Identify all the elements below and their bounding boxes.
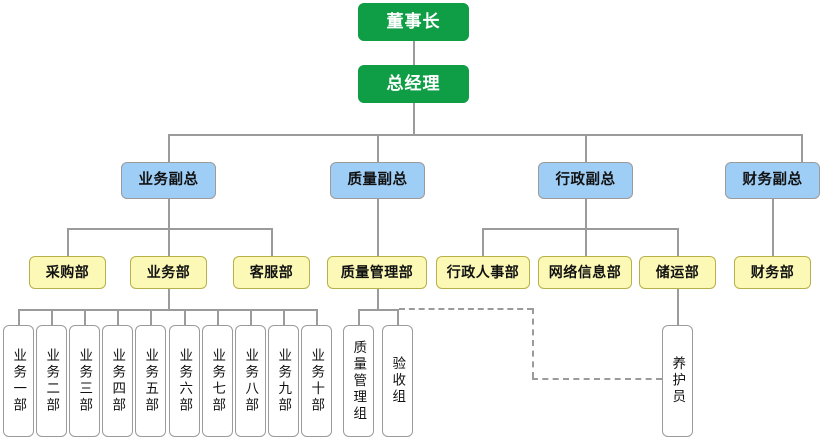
node-dept-admin-hr-label: 行政人事部 <box>446 264 520 281</box>
connector-to-team-business-8 <box>250 309 252 325</box>
node-dept-customer-service-label: 客服部 <box>249 264 294 281</box>
node-vp-finance-label: 财务副总 <box>742 172 803 189</box>
connector-vp-finance-to-dept <box>772 198 774 256</box>
connector-vp-quality-to-dept <box>377 198 379 256</box>
connector-vp-bus <box>168 134 803 136</box>
node-team-business-4[interactable]: 业务四部 <box>102 325 133 437</box>
node-team-business-2-label: 业务二部 <box>44 348 60 414</box>
node-team-business-8-label: 业务八部 <box>243 348 259 414</box>
node-dept-quality-management[interactable]: 质量管理部 <box>327 256 427 289</box>
connector-to-team-acceptance-group <box>397 309 399 325</box>
connector-vp-admin-drop <box>585 198 587 228</box>
connector-dept-business-drop <box>168 288 170 309</box>
node-team-business-5[interactable]: 业务五部 <box>135 325 166 437</box>
node-general-manager-label: 总经理 <box>386 74 441 94</box>
connector-to-team-business-9 <box>283 309 285 325</box>
node-team-business-9[interactable]: 业务九部 <box>268 325 299 437</box>
connector-bus-to-vp-quality <box>377 134 379 162</box>
node-team-acceptance-group[interactable]: 验收组 <box>382 325 413 437</box>
node-general-manager[interactable]: 总经理 <box>358 65 469 103</box>
connector-to-team-business-1 <box>18 309 20 325</box>
connector-team-bus <box>18 309 317 311</box>
node-team-business-9-label: 业务九部 <box>276 348 292 414</box>
connector-to-team-business-3 <box>84 309 86 325</box>
node-dept-finance-label: 财务部 <box>750 264 795 281</box>
connector-dept-storage-to-maintainer <box>677 288 679 325</box>
node-team-quality-group-label: 质量管理组 <box>351 339 367 423</box>
connector-dept-quality-drop <box>377 288 379 309</box>
node-dept-network-info-label: 网络信息部 <box>548 264 622 281</box>
connector-to-dept-business <box>168 228 170 256</box>
node-chairman[interactable]: 董事长 <box>358 3 469 41</box>
node-team-business-10-label: 业务十部 <box>309 348 325 414</box>
connector-admin-dept-bus <box>482 228 678 230</box>
connector-bus-to-vp-business <box>168 134 170 162</box>
node-vp-quality-label: 质量副总 <box>347 172 408 189</box>
node-team-business-3-label: 业务三部 <box>77 348 93 414</box>
node-vp-finance[interactable]: 财务副总 <box>725 162 820 199</box>
node-dept-purchasing[interactable]: 采购部 <box>29 256 106 289</box>
connector-to-dept-network-info <box>585 228 587 256</box>
connector-to-dept-admin-hr <box>482 228 484 256</box>
connector-to-dept-storage-transport <box>677 228 679 256</box>
node-dept-purchasing-label: 采购部 <box>45 264 90 281</box>
connector-to-team-business-6 <box>184 309 186 325</box>
node-team-business-3[interactable]: 业务三部 <box>69 325 100 437</box>
connector-bus-to-vp-finance <box>801 134 803 162</box>
node-team-business-5-label: 业务五部 <box>143 348 159 414</box>
node-dept-admin-hr[interactable]: 行政人事部 <box>436 256 530 289</box>
node-vp-admin-label: 行政副总 <box>555 172 616 189</box>
connector-to-team-business-5 <box>150 309 152 325</box>
node-team-business-7[interactable]: 业务七部 <box>202 325 233 437</box>
node-vp-business-label: 业务副总 <box>138 172 199 189</box>
node-team-maintainer[interactable]: 养护员 <box>662 325 693 437</box>
connector-to-team-business-4 <box>117 309 119 325</box>
node-dept-storage-transport-label: 储运部 <box>655 264 700 281</box>
node-team-quality-group[interactable]: 质量管理组 <box>343 325 374 437</box>
node-team-business-7-label: 业务七部 <box>210 348 226 414</box>
node-vp-admin[interactable]: 行政副总 <box>538 162 633 199</box>
node-dept-customer-service[interactable]: 客服部 <box>233 256 310 289</box>
node-dept-quality-management-label: 质量管理部 <box>340 264 414 281</box>
node-team-business-1-label: 业务一部 <box>11 348 27 414</box>
connector-to-team-business-10 <box>316 309 318 325</box>
node-dept-storage-transport[interactable]: 储运部 <box>639 256 716 289</box>
connector-quality-group-bus <box>358 309 399 311</box>
node-dept-network-info[interactable]: 网络信息部 <box>538 256 632 289</box>
connector-gm-drop <box>413 102 415 134</box>
connector-to-dept-customer-service <box>271 228 273 256</box>
connector-to-team-business-2 <box>51 309 53 325</box>
node-vp-quality[interactable]: 质量副总 <box>330 162 425 199</box>
node-team-business-8[interactable]: 业务八部 <box>235 325 266 437</box>
node-team-acceptance-group-label: 验收组 <box>390 356 406 406</box>
connector-to-team-business-7 <box>217 309 219 325</box>
dotted-relation-segment-bottom <box>532 378 662 380</box>
node-team-business-10[interactable]: 业务十部 <box>301 325 332 437</box>
dotted-relation-segment-vertical <box>532 308 534 378</box>
connector-bus-to-vp-admin <box>585 134 587 162</box>
connector-to-team-quality-group <box>358 309 360 325</box>
connector-vp-business-drop <box>168 198 170 228</box>
node-dept-business-label: 业务部 <box>146 264 191 281</box>
node-team-business-4-label: 业务四部 <box>110 348 126 414</box>
dotted-relation-segment-top <box>399 308 533 310</box>
node-team-maintainer-label: 养护员 <box>670 356 686 406</box>
connector-chairman-to-gm <box>413 40 415 65</box>
node-vp-business[interactable]: 业务副总 <box>121 162 216 199</box>
node-dept-finance[interactable]: 财务部 <box>734 256 811 289</box>
node-team-business-6-label: 业务六部 <box>177 348 193 414</box>
node-team-business-1[interactable]: 业务一部 <box>3 325 34 437</box>
node-chairman-label: 董事长 <box>386 12 441 32</box>
connector-to-dept-purchasing <box>67 228 69 256</box>
node-dept-business[interactable]: 业务部 <box>130 256 207 289</box>
node-team-business-2[interactable]: 业务二部 <box>36 325 67 437</box>
node-team-business-6[interactable]: 业务六部 <box>169 325 200 437</box>
